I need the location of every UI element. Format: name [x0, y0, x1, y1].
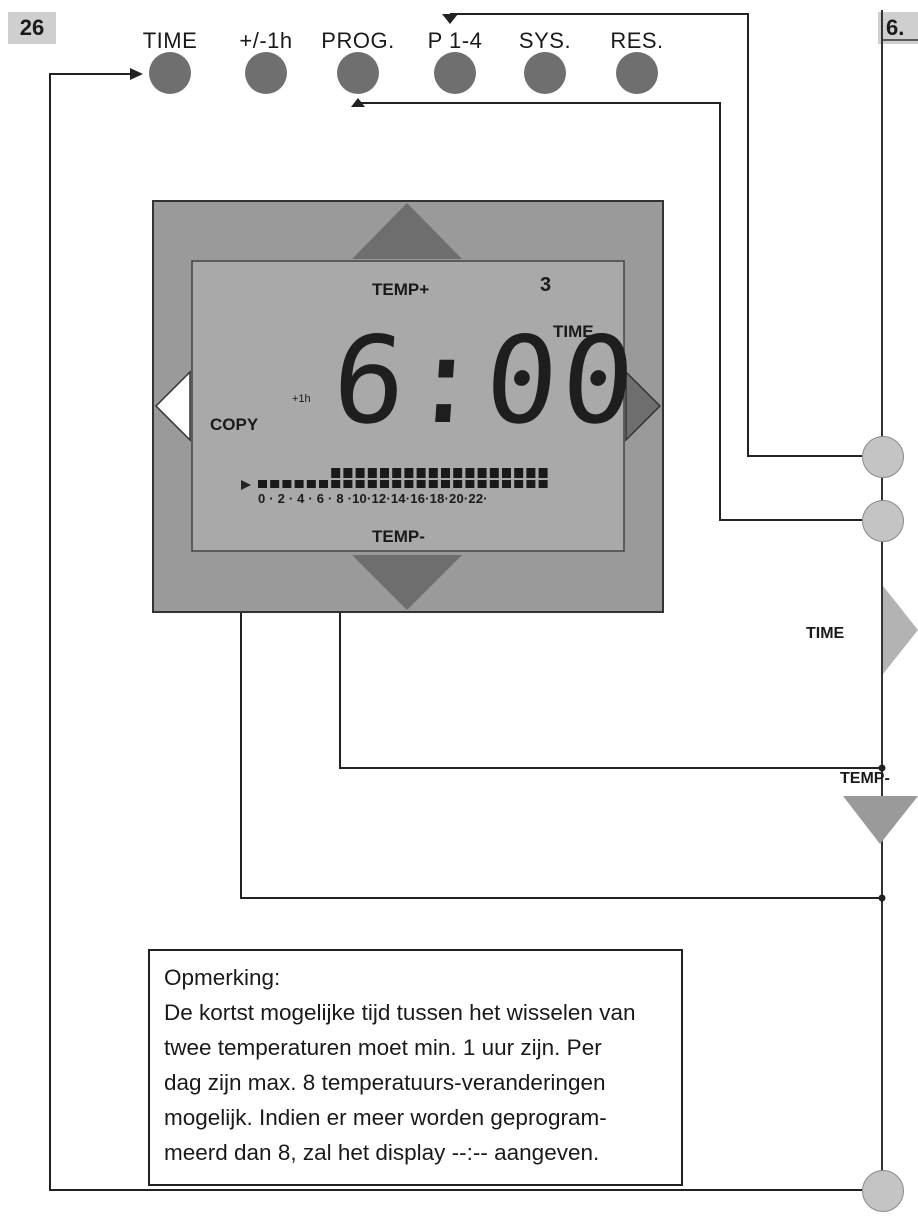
hour-segment-low [355, 480, 365, 488]
side-time-arrow-icon [883, 586, 918, 674]
side-temp-minus-arrow-icon [843, 796, 918, 844]
page-number-right: 6. [878, 12, 918, 44]
note-box: Opmerking: De kortst mogelijke tijd tuss… [148, 949, 683, 1186]
hour-segment-low [392, 480, 402, 488]
side-button-2[interactable] [862, 500, 904, 542]
start-pointer-junction [878, 894, 886, 902]
hour-segment-high [416, 468, 426, 478]
start-pointer-line [240, 488, 882, 899]
side-button-3[interactable] [862, 1170, 904, 1212]
hour-segment-low [258, 480, 267, 488]
prog-pointer-icon [351, 98, 365, 107]
hour-segment-low [428, 480, 438, 488]
hour-segment-low [465, 480, 475, 488]
time-connector-arrow-icon [130, 68, 143, 80]
hour-segment-low [538, 480, 548, 488]
hour-segment-high [514, 468, 524, 478]
note-line-5: meerd dan 8, zal het display --:-- aange… [164, 1140, 600, 1165]
sys-button-label: SYS. [518, 28, 572, 53]
time-label: TIME [553, 322, 594, 341]
hour-segment-low [380, 480, 389, 488]
hour-segment-low [331, 480, 341, 488]
hour-segment-low [441, 480, 450, 488]
hour-segment-high [441, 468, 450, 478]
hour-segment-high [465, 468, 475, 478]
prog-button[interactable] [337, 52, 379, 94]
note-line-1: De kortst mogelijke tijd tussen het wiss… [164, 1000, 636, 1025]
hour-segment-low [367, 480, 377, 488]
hour-segment-low [514, 480, 524, 488]
note-line-3: dag zijn max. 8 temperatuurs-verandering… [164, 1070, 606, 1095]
p14-pointer-icon [442, 14, 458, 24]
hour-segment-low [489, 480, 499, 488]
p1-4-button-label: P 1-4 [427, 28, 483, 53]
hour-segment-high [331, 468, 341, 478]
hour-segment-low [343, 480, 353, 488]
side-button-1[interactable] [862, 436, 904, 478]
plus-one-hour-indicator: +1h [292, 393, 311, 405]
prog-button-label: PROG. [321, 28, 395, 53]
hour-segment-high [404, 468, 414, 478]
right-arrow-icon [625, 370, 662, 442]
hour-segment-low [282, 480, 292, 488]
hour-segment-high [526, 468, 536, 478]
note-line-2: twee temperaturen moet min. 1 uur zijn. … [164, 1035, 602, 1060]
left-arrow-icon [154, 370, 191, 442]
res-button-label: RES. [610, 28, 664, 53]
prog-connector-line [358, 102, 862, 521]
time-connector-line [49, 73, 862, 1191]
copy-label: COPY [210, 415, 259, 434]
time-button-label: TIME [142, 28, 198, 53]
hour-segment-high [538, 468, 548, 478]
hour-segment-high [380, 468, 389, 478]
plus-minus-1h-button[interactable] [245, 52, 287, 94]
hour-segment-low [319, 480, 328, 488]
page-number-left: 26 [8, 12, 56, 44]
hour-segment-low [453, 480, 463, 488]
hour-cursor-junction [878, 764, 886, 772]
hour-segment-low [502, 480, 511, 488]
hour-scale: 0 · 2 · 4 · 6 · 8 ·10·12·14·16·18·20·22· [258, 491, 488, 506]
hour-segment-high [428, 468, 438, 478]
note-line-4: mogelijk. Indien er meer worden geprogra… [164, 1105, 607, 1130]
res-button[interactable] [616, 52, 658, 94]
side-time-label: TIME [806, 625, 845, 642]
p1-4-button[interactable] [434, 52, 476, 94]
hour-segment-low [404, 480, 414, 488]
hour-segment-high [355, 468, 365, 478]
day-indicator: 3 [540, 274, 552, 296]
bar-start-pointer-icon [241, 480, 251, 490]
hour-segment-low [526, 480, 536, 488]
note-heading: Opmerking: [164, 965, 281, 990]
hour-segment-low [416, 480, 426, 488]
plus-minus-1h-button-label: +/-1h [239, 28, 293, 53]
hour-segment-high [392, 468, 402, 478]
hour-segment-low [477, 480, 487, 488]
temp-minus-label: TEMP- [372, 527, 425, 546]
hour-segment-high [453, 468, 463, 478]
hour-bar-segments [258, 468, 548, 488]
down-arrow-icon [352, 555, 462, 610]
side-temp-minus-label: TEMP- [840, 770, 890, 787]
hour-segment-high [502, 468, 511, 478]
sys-button[interactable] [524, 52, 566, 94]
hour-segment-high [343, 468, 353, 478]
hour-segment-high [367, 468, 377, 478]
hour-segment-high [477, 468, 487, 478]
hour-segment-low [306, 480, 316, 488]
hour-segment-low [294, 480, 304, 488]
time-button[interactable] [149, 52, 191, 94]
up-arrow-icon [352, 203, 462, 259]
p14-connector-line [450, 13, 862, 457]
lcd-screen [191, 260, 625, 552]
clock-display: 6:00 [328, 312, 643, 451]
hour-segment-high [489, 468, 499, 478]
hour-segment-low [270, 480, 280, 488]
temp-plus-label: TEMP+ [372, 280, 430, 299]
